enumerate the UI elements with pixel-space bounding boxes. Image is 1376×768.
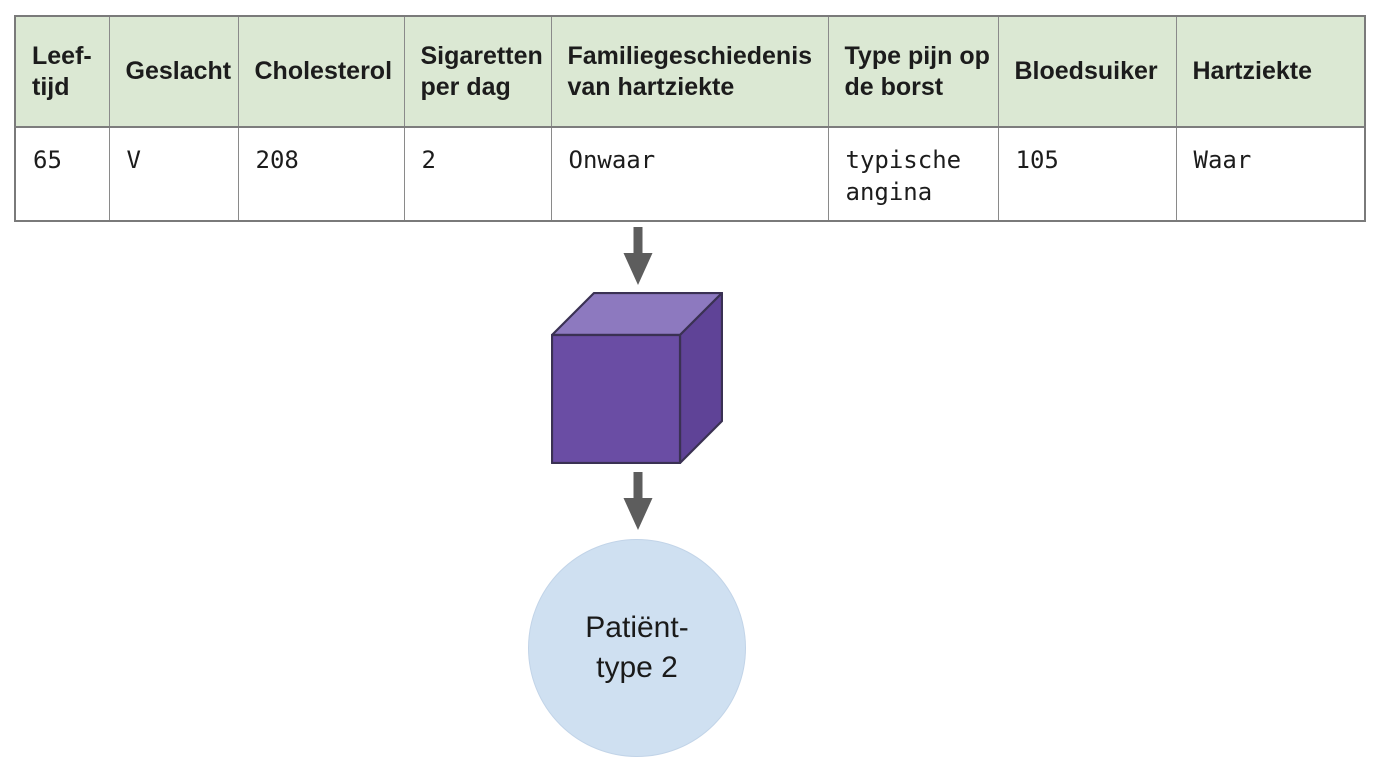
model-cube-icon (551, 292, 723, 464)
column-header-cholesterol: Cholesterol (237, 15, 405, 128)
arrow-down-icon (623, 472, 653, 530)
cell-hartziekte: Waar (1175, 126, 1366, 222)
prediction-label-line1: Patiënt- (585, 610, 689, 644)
column-header-bloedsuiker: Bloedsuiker (997, 15, 1177, 128)
table-row: 65 V 208 2 Onwaar typische angina 105 Wa… (14, 126, 1366, 222)
column-header-sigaretten: Sigaretten per dag (403, 15, 552, 128)
cell-bloedsuiker: 105 (997, 126, 1177, 222)
prediction-label-line2: type 2 (596, 651, 678, 684)
cell-sigaretten: 2 (403, 126, 552, 222)
cell-type-pijn: typische angina (827, 126, 999, 222)
table-header-row: Leef-tijd Geslacht Cholesterol Sigarette… (14, 15, 1366, 128)
cell-cholesterol: 208 (237, 126, 405, 222)
column-header-leeftijd: Leef-tijd (14, 15, 110, 128)
cell-familiegeschiedenis: Onwaar (550, 126, 829, 222)
column-header-geslacht: Geslacht (108, 15, 239, 128)
cell-leeftijd: 65 (14, 126, 110, 222)
prediction-output-node: Patiënt- type 2 (528, 539, 746, 757)
cell-geslacht: V (108, 126, 239, 222)
column-header-type-pijn: Type pijn op de borst (827, 15, 999, 128)
arrow-down-icon (623, 227, 653, 285)
column-header-hartziekte: Hartziekte (1175, 15, 1366, 128)
patient-record-table: Leef-tijd Geslacht Cholesterol Sigarette… (14, 15, 1366, 222)
column-header-familiegeschiedenis: Familiegeschiedenis van hartziekte (550, 15, 829, 128)
cube-shape (551, 292, 723, 464)
